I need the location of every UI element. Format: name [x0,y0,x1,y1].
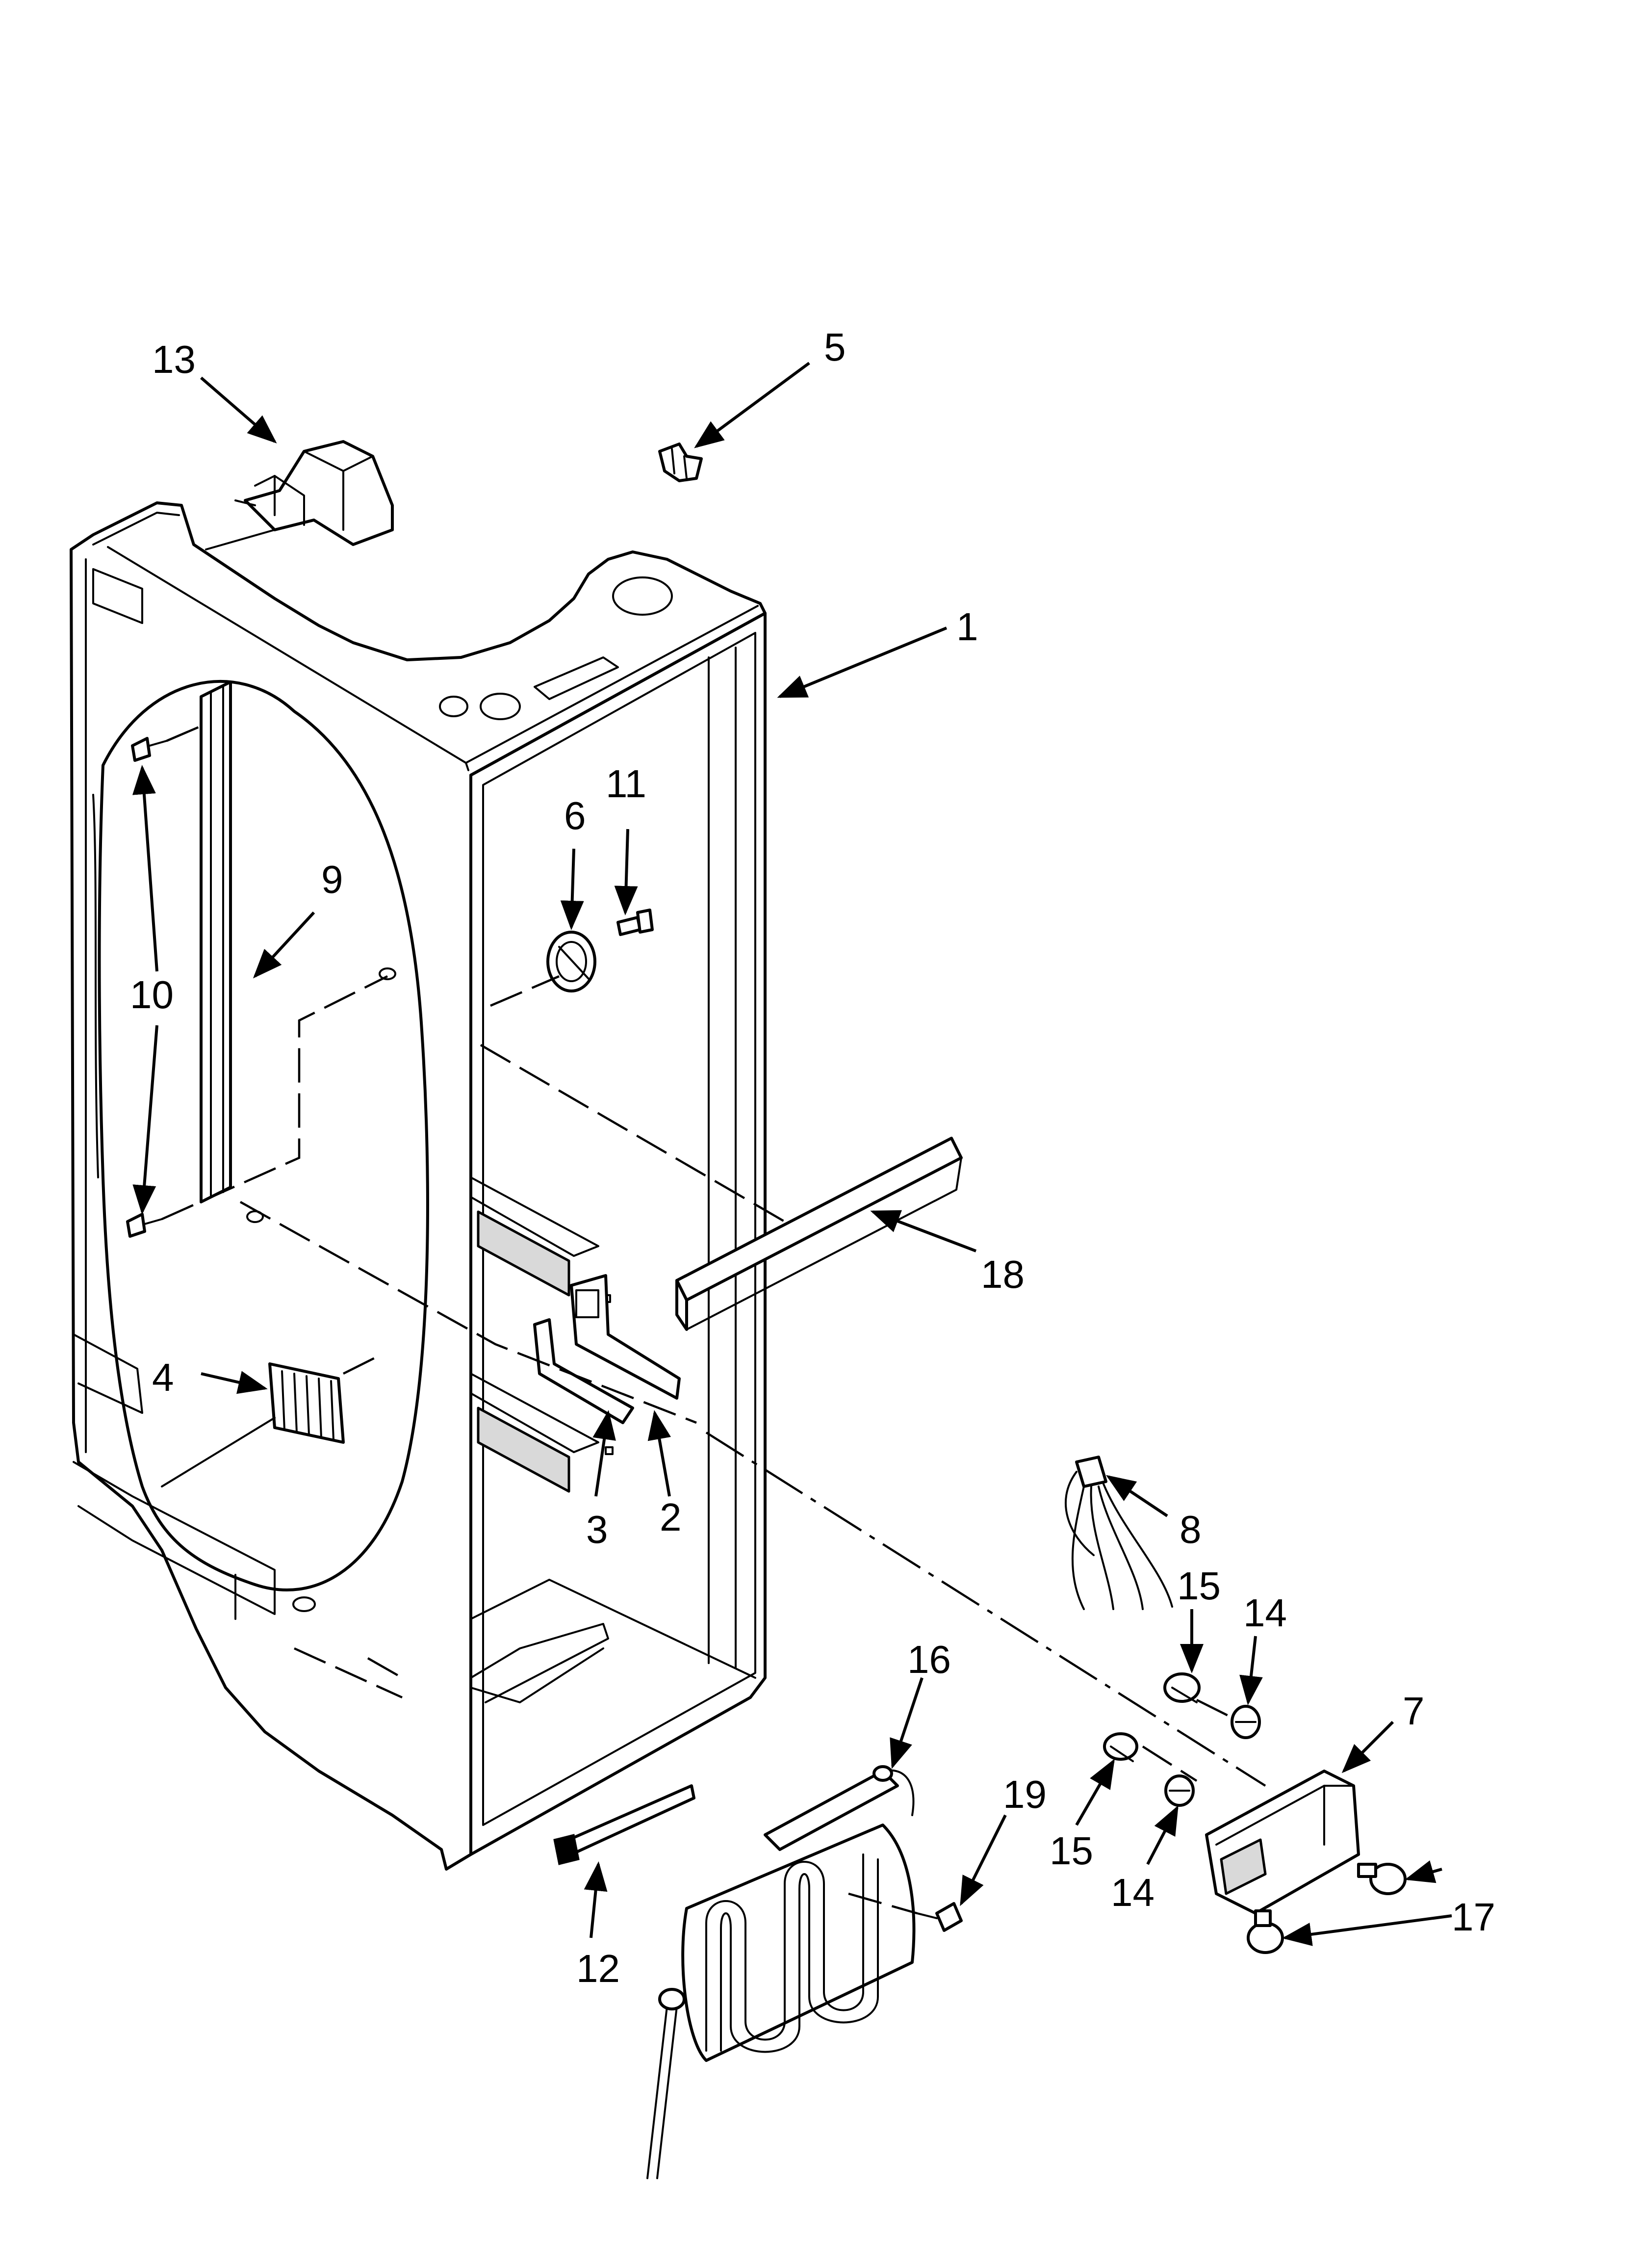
callout-10: 10 [130,973,174,1017]
callout-8: 8 [1180,1508,1202,1551]
callout-18: 18 [981,1252,1025,1296]
control-housing [234,440,394,546]
screw-11 [616,909,654,936]
callout-16: 16 [907,1638,951,1681]
crossbar [675,1137,963,1331]
callout-19: 19 [1003,1773,1047,1816]
screw-19 [916,1902,963,1932]
callout-17: 17 [1452,1895,1495,1939]
callout-11: 11 [606,762,646,806]
callout-1: 1 [956,605,978,649]
cable-tie [553,1784,695,1865]
wire-harness [1064,1456,1173,1610]
evaporator-coil [646,1765,916,2179]
socket-14-lower [1164,1774,1195,1807]
light-housing [1205,1770,1360,1915]
callout-9: 9 [321,858,343,901]
callout-14-lower: 14 [1111,1871,1155,1914]
callout-13: 13 [152,338,196,381]
light-switch-clip [658,443,703,482]
vent-grille [268,1362,345,1444]
callout-5: 5 [824,325,846,369]
callout-15-lower: 15 [1050,1829,1093,1873]
callout-6: 6 [564,794,586,837]
callout-14-upper: 14 [1243,1591,1287,1635]
callout-7: 7 [1403,1689,1425,1733]
bulb-15-lower [1103,1732,1138,1762]
plug-17-upper [1357,1863,1407,1895]
callout-3: 3 [586,1508,608,1551]
socket-14-upper [1231,1705,1261,1739]
plug-17-lower [1247,1909,1284,1954]
bulb-15-upper [1163,1672,1201,1703]
shelf-rail [200,680,232,1203]
callout-12: 12 [576,1947,620,1990]
bracket-3 [533,1318,634,1424]
screw-10-top [131,737,168,762]
callout-15-upper: 15 [1177,1564,1221,1608]
bracket-2 [570,1274,681,1400]
cabinet-liner [70,501,767,1871]
control-knob [546,931,596,992]
callout-4: 4 [152,1356,174,1399]
screw-10-bottom [126,1213,163,1238]
callout-2: 2 [660,1495,682,1539]
